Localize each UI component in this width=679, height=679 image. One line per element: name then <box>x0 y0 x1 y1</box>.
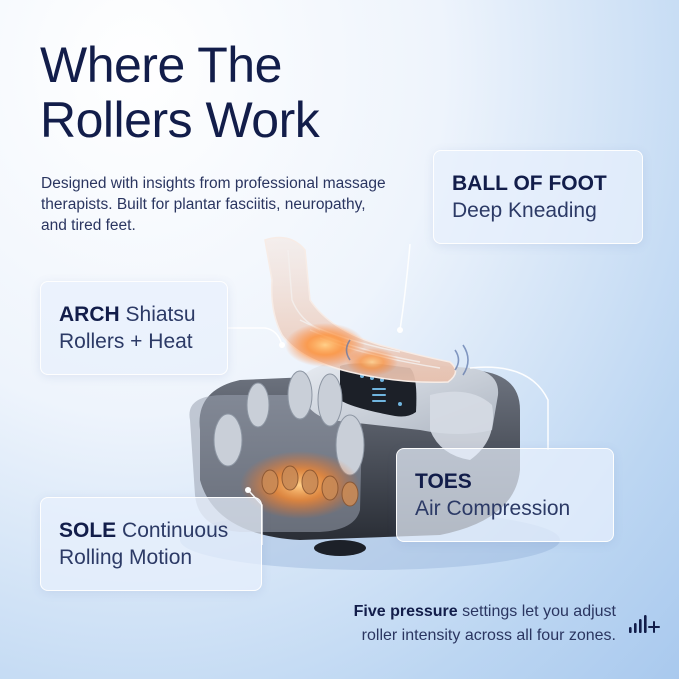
device-right-wing <box>430 391 494 460</box>
footnote-emphasis: Five pressure <box>353 603 458 620</box>
intro-paragraph: Designed with insights from professional… <box>41 173 386 236</box>
callout-ball-of-foot-desc: Deep Kneading <box>452 199 597 222</box>
leader-lines <box>228 243 549 545</box>
callout-sole-title: SOLE <box>59 519 117 542</box>
callout-sole: SOLE Continuous Rolling Motion <box>40 497 262 591</box>
vibration-arcs <box>345 339 469 376</box>
callout-arch-desc-1: Shiatsu <box>125 303 196 326</box>
callout-toes-title: TOES <box>415 470 472 493</box>
callout-arch-desc-2: Rollers + Heat <box>59 330 193 353</box>
intro-text: Designed with insights from professional… <box>41 175 386 213</box>
footnote-text-1: settings let you adjust <box>457 603 616 620</box>
heat-glow-arch <box>285 323 365 367</box>
heat-glow-ball <box>346 348 398 376</box>
device-foot-pad <box>314 540 366 556</box>
callout-toes: TOES Air Compression <box>396 448 614 542</box>
callout-toes-desc: Air Compression <box>415 497 571 520</box>
footnote-text-2: roller intensity across all four zones. <box>361 627 616 644</box>
callout-ball-of-foot-title: BALL OF FOOT <box>452 172 607 195</box>
headline-line-1: Where The <box>40 37 282 93</box>
page-headline: Where The Rollers Work <box>40 37 320 148</box>
headline-line-2: Rollers Work <box>40 92 320 148</box>
pressure-footnote: Five pressure settings let you adjust ro… <box>354 600 616 648</box>
heat-glow-rollers <box>240 451 360 519</box>
callout-ball-of-foot: BALL OF FOOT Deep Kneading <box>433 150 643 244</box>
callout-arch: ARCH Shiatsu Rollers + Heat <box>40 281 228 375</box>
internal-rollers <box>261 465 359 507</box>
intro-emphasis: Built for plantar fasciitis, neuropathy,… <box>41 196 366 234</box>
callout-sole-desc-1: Continuous <box>122 519 229 542</box>
leader-dots <box>245 327 403 493</box>
signal-bars-plus-icon <box>629 615 660 633</box>
callout-sole-desc-2: Rolling Motion <box>59 546 193 569</box>
side-rollers <box>213 370 365 476</box>
callout-arch-title: ARCH <box>59 303 120 326</box>
